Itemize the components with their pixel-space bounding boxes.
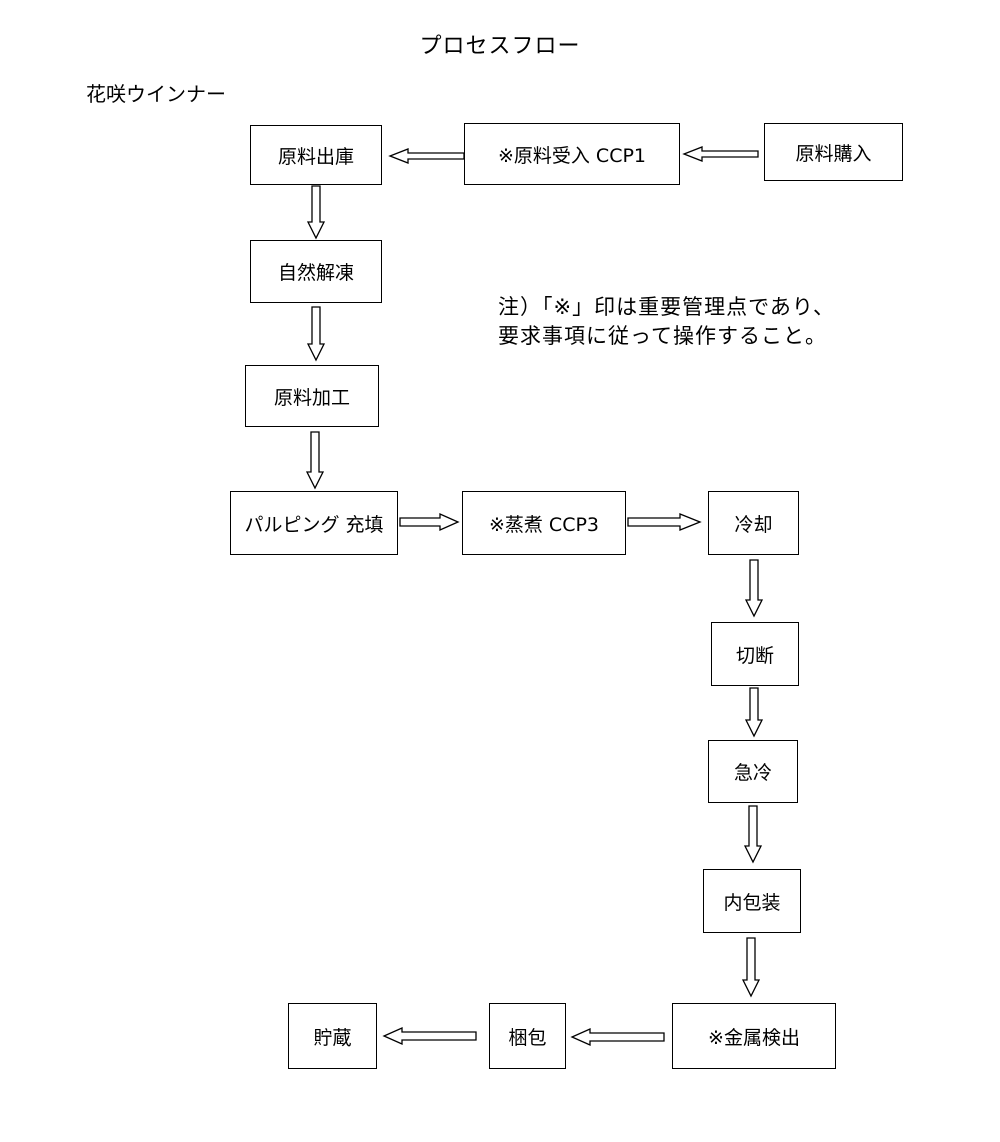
step-raw-purchase: 原料購入 xyxy=(764,123,903,181)
step-inner-packaging: 内包装 xyxy=(703,869,801,933)
arrow-cutting-to-rapid-cooling xyxy=(744,687,764,738)
arrow-purchase-to-receiving xyxy=(682,146,759,162)
arrow-receiving-to-dispatch xyxy=(388,148,465,164)
product-name: 花咲ウインナー xyxy=(86,82,226,106)
step-steaming: ※蒸煮 CCP3 xyxy=(462,491,626,555)
arrow-thaw-to-processing xyxy=(306,306,326,362)
step-metal-detection: ※金属検出 xyxy=(672,1003,836,1069)
arrow-packaging-to-metal-detection xyxy=(741,937,761,998)
arrow-rapid-cooling-to-packaging xyxy=(743,805,763,864)
arrow-processing-to-filling xyxy=(305,431,325,490)
arrow-filling-to-steaming xyxy=(399,512,460,532)
arrow-packing-to-storage xyxy=(382,1026,477,1046)
step-natural-thaw: 自然解凍 xyxy=(250,240,382,303)
step-packing: 梱包 xyxy=(489,1003,566,1069)
step-storage: 貯蔵 xyxy=(288,1003,377,1069)
step-cooling: 冷却 xyxy=(708,491,799,555)
step-pulping-filling: パルピング 充填 xyxy=(230,491,398,555)
arrow-dispatch-to-thaw xyxy=(306,185,326,240)
ccp-note: 注）「※」印は重要管理点であり、 要求事項に従って操作すること。 xyxy=(498,293,835,351)
step-raw-receiving: ※原料受入 CCP1 xyxy=(464,123,680,185)
step-raw-dispatch: 原料出庫 xyxy=(250,125,382,185)
arrow-steaming-to-cooling xyxy=(627,513,702,531)
arrow-cooling-to-cutting xyxy=(744,559,764,618)
step-rapid-cooling: 急冷 xyxy=(708,740,798,803)
step-cutting: 切断 xyxy=(711,622,799,686)
ccp-note-line-2: 要求事項に従って操作すること。 xyxy=(498,324,827,348)
arrow-metal-detection-to-packing xyxy=(570,1027,665,1047)
ccp-note-line-1: 注）「※」印は重要管理点であり、 xyxy=(498,295,836,319)
page-title: プロセスフロー xyxy=(419,34,581,59)
step-raw-processing: 原料加工 xyxy=(245,365,379,427)
